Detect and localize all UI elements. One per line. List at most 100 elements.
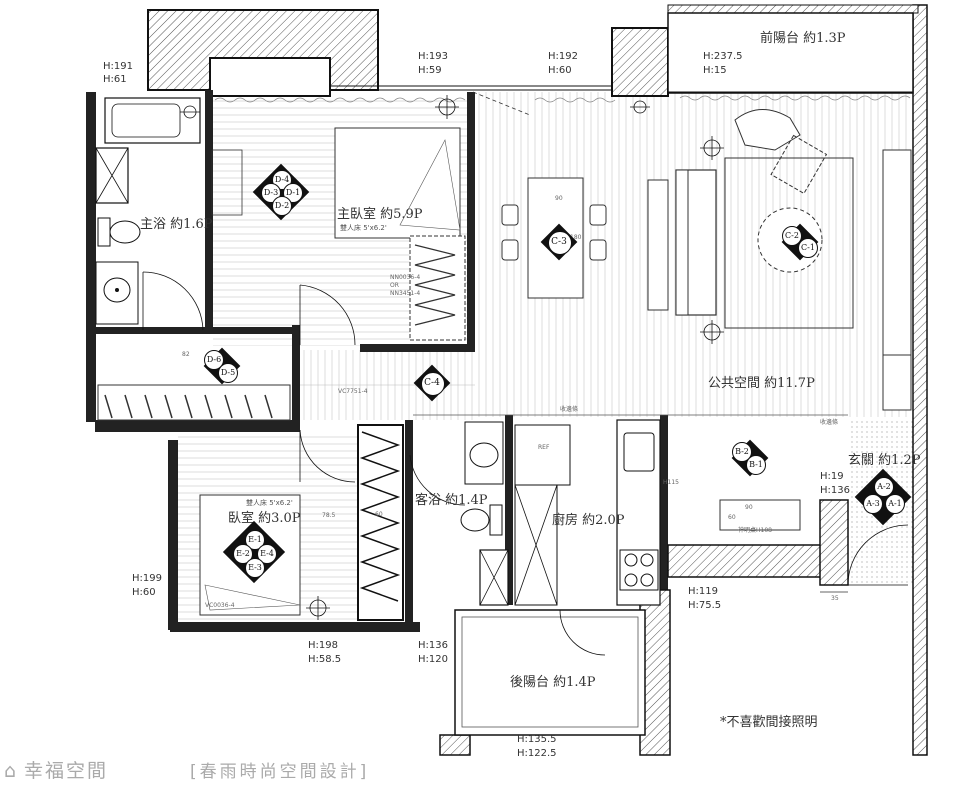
label-storage2: 收邊條 — [820, 419, 839, 426]
tag-d5: D-5 — [218, 363, 238, 383]
wall-bedroom-bottom — [170, 622, 420, 632]
front-balcony — [667, 12, 914, 94]
downlight-group — [180, 95, 724, 620]
label-storage1: 收邊條 — [560, 406, 579, 413]
wall-entry-left — [819, 499, 849, 586]
label-master-bath: 主浴 約1.6P — [140, 217, 213, 232]
brand-logo: ⌂幸福空間 — [4, 762, 108, 781]
dim-h199: H:199 — [132, 573, 162, 584]
tag-a3: A-3 — [863, 494, 883, 514]
wall-column-mid — [611, 27, 669, 97]
label-nn-or: OR — [390, 282, 399, 289]
sink-guest — [469, 442, 499, 468]
label-nn1: NN0036-4 — [390, 274, 421, 281]
stove-burner-2 — [640, 553, 654, 567]
wall-guestbath-right — [505, 415, 513, 605]
dim-h136: H:136 — [418, 640, 448, 651]
wall-left-outer — [86, 92, 96, 422]
wardrobe-corridor — [97, 384, 291, 421]
label-vc2: VC0036-4 — [205, 602, 235, 609]
label-master-bedroom: 主臥室 約5.9P — [337, 207, 423, 222]
note-indirect-lighting: *不喜歡間接照明 — [720, 715, 818, 730]
dim-h60-bedroom: H:60 — [132, 587, 156, 598]
label-w82: 82 — [182, 351, 190, 358]
stove-burner-4 — [640, 573, 654, 587]
side-chair — [770, 134, 828, 195]
dim-h755: H:75.5 — [688, 600, 722, 611]
dim-h198: H:198 — [308, 640, 338, 651]
brand-house-icon: ⌂ — [4, 760, 19, 782]
label-double-bed-master: 雙人床 5'x6.2' — [340, 224, 387, 232]
dim-h19: H:19 — [820, 471, 844, 482]
curtain-living — [679, 95, 911, 101]
dim-h191: H:191 — [103, 61, 133, 72]
door-swing-rear — [559, 609, 606, 656]
bedroom-spotlight-beam — [204, 584, 301, 611]
label-h115: H115 — [663, 479, 679, 486]
wardrobe-bedroom-zig — [359, 431, 401, 602]
dim-h585: H:58.5 — [308, 654, 342, 665]
wardrobe-corridor-marks — [104, 394, 273, 419]
dim-h136-entrance: H:136 — [820, 485, 850, 496]
tag-d6: D-6 — [204, 350, 224, 370]
tag-b2: B-2 — [732, 442, 752, 462]
wardrobe-master — [409, 235, 466, 341]
tv-wall-low — [882, 354, 912, 411]
dim-h193: H:193 — [418, 51, 448, 62]
stove-burner-3 — [624, 573, 638, 587]
wall-master-right — [467, 92, 475, 352]
dim-h119: H:119 — [688, 586, 718, 597]
bar-counter — [719, 499, 801, 531]
toilet-tank-guest — [489, 504, 503, 536]
label-nn2: NN3451-4 — [390, 290, 421, 297]
rug — [724, 157, 854, 329]
curtain-public — [534, 97, 616, 103]
wall-left-lower — [168, 440, 178, 630]
wall-bottom-right-band — [667, 544, 829, 578]
label-vc1: VC7751-4 — [338, 388, 368, 395]
dim-h192: H:192 — [548, 51, 578, 62]
wall-bedroom-right — [405, 420, 413, 630]
armchair — [734, 109, 801, 151]
label-bar: 神明桌H108 — [738, 527, 772, 534]
toilet-master — [109, 220, 141, 244]
label-w180: 180 — [570, 234, 582, 241]
tag-b1: B-1 — [746, 455, 766, 475]
label-rear-balcony: 後陽台 約1.4P — [510, 675, 596, 690]
brand-designer: [春雨時尚空間設計] — [190, 762, 370, 782]
label-w90a: 90 — [555, 195, 563, 202]
wall-kitchen-right — [660, 415, 668, 610]
wall-wardrobe-bottom — [95, 420, 300, 432]
curtain-master — [214, 97, 466, 103]
dim-h1355: H:135.5 — [517, 734, 557, 745]
label-bedroom: 臥室 約3.0P — [228, 511, 301, 526]
tag-c1: C-1 — [798, 238, 818, 258]
master-spotlight-beam — [399, 139, 461, 231]
brand-logo-text: 幸福空間 — [24, 760, 109, 782]
dim-h59: H:59 — [418, 65, 442, 76]
dim-h60: H:60 — [548, 65, 572, 76]
tv-wall — [882, 149, 912, 356]
dim-h120: H:120 — [418, 654, 448, 665]
label-front-balcony: 前陽台 約1.3P — [760, 31, 846, 46]
label-ref: REF — [538, 444, 550, 451]
chair-4 — [589, 239, 607, 261]
wall-top-right — [667, 4, 919, 14]
wardrobe-zigzag — [414, 244, 456, 326]
dim-h15: H:15 — [703, 65, 727, 76]
chair-2 — [501, 239, 519, 261]
label-w90b: 90 — [745, 504, 753, 511]
tag-c2: C-2 — [782, 226, 802, 246]
label-w60a: 60 — [375, 511, 383, 518]
label-kitchen: 廚房 約2.0P — [552, 513, 625, 528]
wall-master-left — [205, 90, 213, 330]
wall-corridor-left — [292, 325, 300, 430]
wall-rear-left — [439, 734, 471, 756]
master-door — [211, 149, 243, 216]
tag-d2: D-2 — [272, 196, 292, 216]
label-double-bed-bedroom: 雙人床 5'x6.2' — [246, 499, 293, 507]
door-swing-master — [299, 284, 356, 346]
label-w60b: 60 — [728, 514, 736, 521]
door-swing-master-bath — [142, 271, 204, 331]
